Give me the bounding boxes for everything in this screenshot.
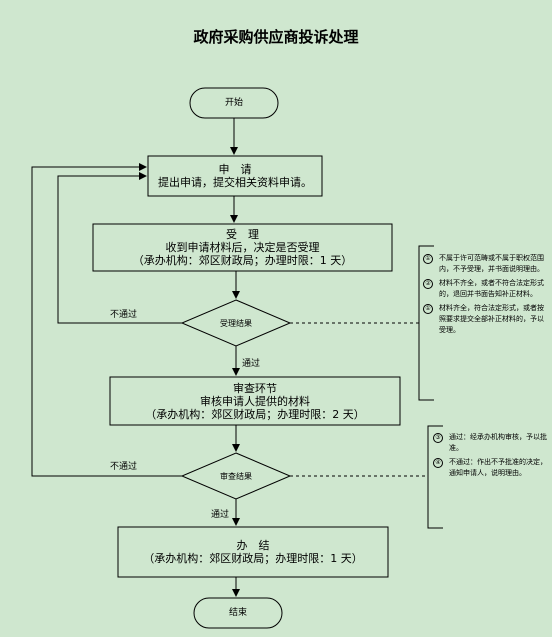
edge-label-pass-2: 通过	[211, 510, 230, 520]
accept-note-3: ① 材料齐全，符合法定形式，或者按照要求提交全部补正材料的，予以受理。	[423, 303, 547, 336]
review-text: 审查环节 审核申请人提供的材料 （承办机构：郊区财政局；办理时限：2 天）	[110, 377, 400, 425]
accept-agency: （承办机构：郊区财政局；办理时限：1 天）	[132, 254, 353, 267]
review-note-1: ③ 通过：经承办机构审核，予以批准。	[433, 432, 549, 454]
note-number-badge: ③	[433, 433, 443, 443]
review-agency: （承办机构：郊区财政局；办理时限：2 天）	[145, 407, 365, 421]
apply-desc: 提出申请，提交相关资料申请。	[158, 176, 312, 189]
page-title: 政府采购供应商投诉处理	[193, 28, 359, 46]
review-title: 审查环节	[233, 381, 277, 395]
note-number-badge: ①	[423, 304, 433, 314]
accept-desc: 收到申请材料后，决定是否受理	[165, 241, 320, 254]
finish-box	[117, 526, 389, 578]
edge-label-fail-1: 不通过	[110, 310, 138, 320]
accept-title: 受 理	[226, 228, 259, 241]
review-notes: ③ 通过：经承办机构审核，予以批准。 ④ 不通过：作出不予批准的决定，通知申请人…	[433, 432, 549, 482]
accept-notes: ① 不属于许可范畴或不属于职权范围内，不予受理，并书面说明理由。 ② 材料不齐全…	[423, 253, 547, 339]
start-label: 开始	[224, 97, 243, 108]
review-note-2: ④ 不通过：作出不予批准的决定，通知申请人，说明理由。	[433, 457, 549, 479]
accept-box	[92, 223, 393, 272]
end-label: 结束	[228, 607, 247, 618]
accept-note-bracket	[418, 245, 434, 401]
accept-note-1: ① 不属于许可范畴或不属于职权范围内，不予受理，并书面说明理由。	[423, 253, 547, 275]
finish-agency: （承办机构：郊区财政局；办理时限：1 天）	[143, 552, 363, 565]
apply-box	[147, 155, 323, 197]
accept-note-2: ② 材料不齐全，或者不符合法定形式的，退回并书面告知补正材料。	[423, 278, 547, 300]
accept-text: 受 理 收到申请材料后，决定是否受理 （承办机构：郊区财政局；办理时限：1 天）	[93, 224, 392, 271]
edge-label-fail-2: 不通过	[110, 462, 138, 472]
review-note-bracket	[427, 425, 443, 529]
review-box	[109, 376, 401, 426]
review-decision-label: 审查结果	[220, 471, 252, 481]
edge-label-pass-1: 通过	[242, 359, 261, 369]
apply-text: 申 请 提出申请，提交相关资料申请。	[148, 156, 322, 196]
review-desc: 审核申请人提供的材料	[200, 394, 310, 408]
accept-decision-label: 受理结果	[220, 318, 252, 328]
finish-text: 办 结 （承办机构：郊区财政局；办理时限：1 天）	[118, 527, 388, 577]
finish-title: 办 结	[236, 539, 270, 552]
end-terminal	[193, 597, 283, 629]
apply-title: 申 请	[218, 163, 252, 176]
note-number-badge: ②	[423, 279, 433, 289]
note-number-badge: ①	[423, 254, 433, 264]
note-number-badge: ④	[433, 458, 443, 468]
